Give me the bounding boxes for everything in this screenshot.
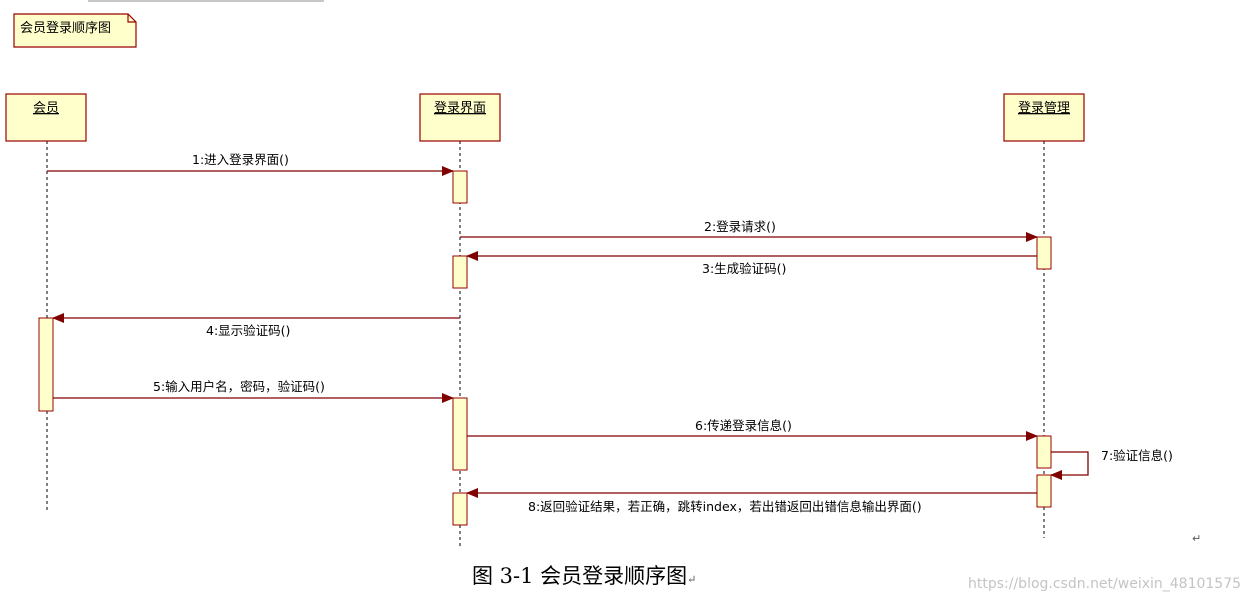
participant-label-member: 会员 <box>33 101 59 116</box>
top-divider <box>88 0 324 2</box>
activation-login-ui-4 <box>452 492 468 526</box>
participant-label-login-mgr: 登录管理 <box>1018 101 1070 116</box>
message-label-3: 3:生成验证码() <box>702 261 786 276</box>
message-label-1: 1:进入登录界面() <box>192 152 289 167</box>
figure-caption: 图 3-1 会员登录顺序图↵ <box>472 560 696 590</box>
message-arrow-7 <box>1050 451 1089 480</box>
participant-login-ui: 登录界面 <box>419 93 501 142</box>
activation-login-ui-1 <box>452 170 468 204</box>
activation-login-mgr-3 <box>1036 474 1052 508</box>
message-label-7: 7:验证信息() <box>1101 448 1173 463</box>
paragraph-mark: ↵ <box>1192 532 1202 545</box>
participant-member: 会员 <box>5 93 87 142</box>
frame-title: 会员登录顺序图 <box>20 21 111 36</box>
sequence-diagram: 会员登录顺序图 会员 登录界面 登录管理 1:进入登录界面() 2:登录请求()… <box>5 13 1173 548</box>
message-label-2: 2:登录请求() <box>704 219 776 234</box>
participant-label-login-ui: 登录界面 <box>434 101 486 116</box>
message-label-4: 4:显示验证码() <box>206 323 290 338</box>
caption-paragraph-mark: ↵ <box>687 573 697 586</box>
activation-login-ui-3 <box>452 397 468 471</box>
frame-title-shape <box>13 13 137 48</box>
activation-login-mgr-2 <box>1036 435 1052 469</box>
message-label-5: 5:输入用户名，密码，验证码() <box>153 379 325 394</box>
message-label-8: 8:返回验证结果，若正确，跳转index，若出错返回出错信息输出界面() <box>528 499 922 514</box>
activation-member-1 <box>38 317 54 412</box>
message-label-6: 6:传递登录信息() <box>695 418 792 433</box>
participant-login-mgr: 登录管理 <box>1003 93 1085 142</box>
activation-login-ui-2 <box>452 255 468 289</box>
activation-login-mgr-1 <box>1036 236 1052 270</box>
figure-caption-text: 图 3-1 会员登录顺序图 <box>472 564 688 588</box>
frame-title-box: 会员登录顺序图 <box>13 13 137 48</box>
watermark: https://blog.csdn.net/weixin_48101575 <box>968 576 1242 592</box>
